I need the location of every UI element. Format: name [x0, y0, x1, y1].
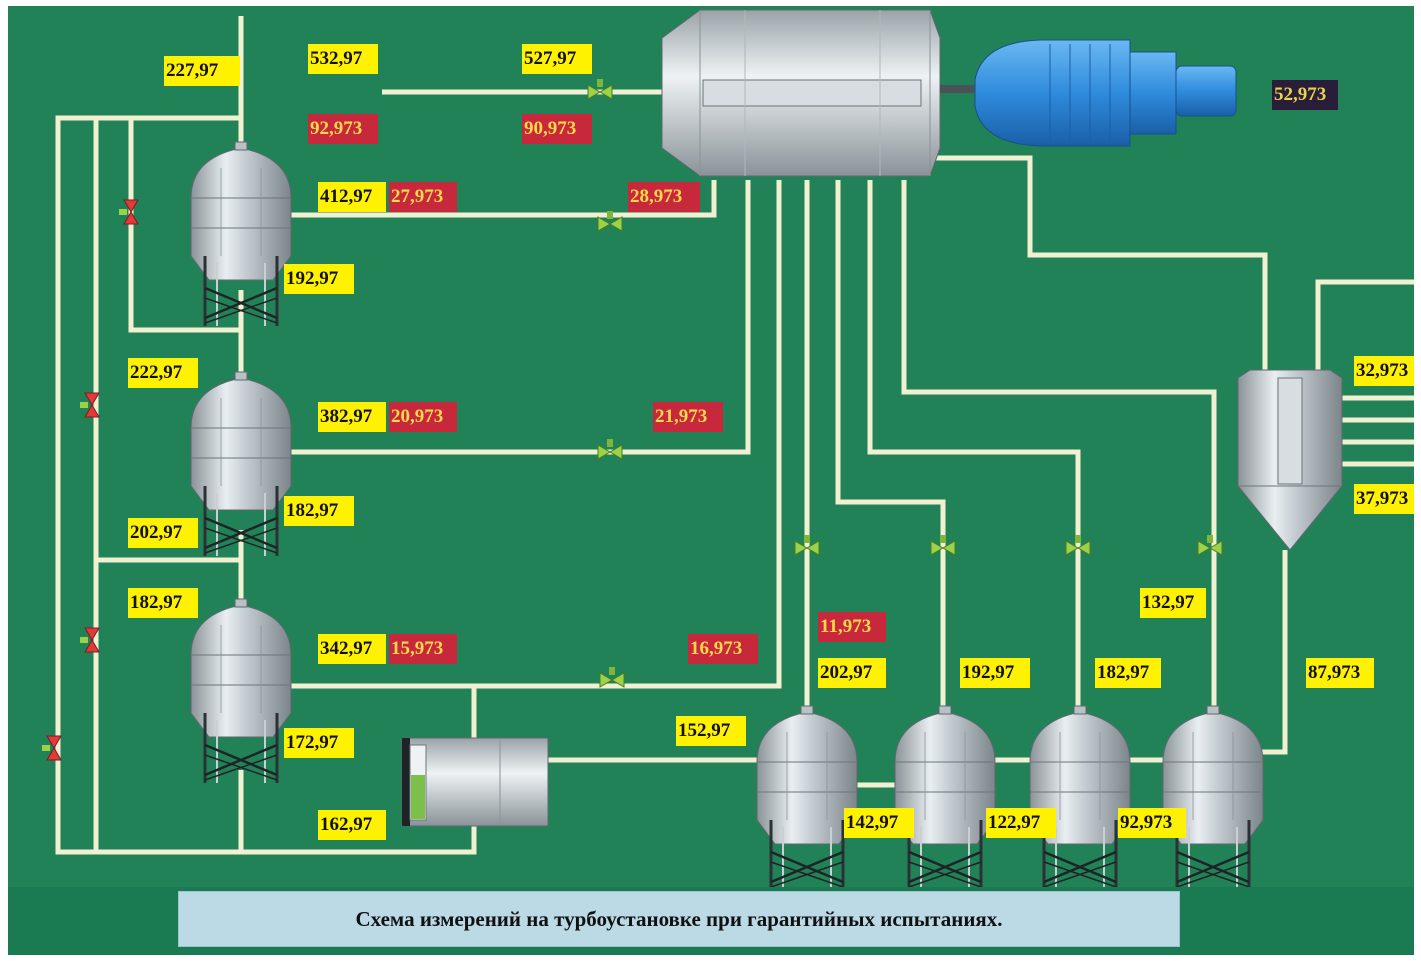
readout-motor[interactable]: 52,973 — [1272, 80, 1338, 110]
readout-steam-inlet-b[interactable]: 527,97 — [522, 44, 592, 74]
readout-steam-inlet-b-alarm[interactable]: 90,973 — [522, 114, 592, 144]
readout-heater3-temp[interactable]: 342,97 — [318, 634, 386, 664]
caption-box: Схема измерений на турбоустановке при га… — [178, 891, 1180, 947]
heater-vessel-icon[interactable] — [893, 704, 997, 887]
readout-heater3-bottom[interactable]: 172,97 — [284, 728, 354, 758]
heater-vessel-icon[interactable] — [189, 370, 293, 558]
readout-heater1-alarm[interactable]: 27,973 — [389, 182, 457, 212]
readout-heater2-extract[interactable]: 21,973 — [653, 402, 723, 432]
valve-icon[interactable] — [587, 78, 613, 100]
readout-steam-inlet-a-alarm[interactable]: 92,973 — [308, 114, 378, 144]
readout-heater3-extract[interactable]: 16,973 — [688, 634, 758, 664]
readout-heater1-extract[interactable]: 28,973 — [628, 182, 700, 212]
readout-lp-link1[interactable]: 142,97 — [844, 808, 914, 838]
readout-lp-extract-alarm[interactable]: 11,973 — [818, 612, 886, 642]
readout-heater1-inlet[interactable]: 227,97 — [164, 56, 240, 86]
readout-deaerator-out[interactable]: 87,973 — [1306, 658, 1374, 688]
heater-vessel-icon[interactable] — [1161, 704, 1265, 887]
readout-heater2-drain[interactable]: 202,97 — [128, 518, 198, 548]
turbine-icon[interactable] — [661, 9, 941, 177]
readout-steam-inlet-a[interactable]: 532,97 — [308, 44, 378, 74]
process-diagram — [41, 9, 1414, 887]
readout-deaerator-top[interactable]: 32,973 — [1354, 356, 1414, 386]
readout-heater2-temp[interactable]: 382,97 — [318, 402, 386, 432]
heater-vessel-icon[interactable] — [755, 704, 859, 887]
readout-lp4-line[interactable]: 132,97 — [1140, 588, 1206, 618]
scada-mimic-panel: 227,97 532,97 92,973 527,97 90,973 52,97… — [8, 6, 1414, 887]
readout-lp3-top[interactable]: 182,97 — [1095, 658, 1161, 688]
generator-icon[interactable] — [974, 39, 1237, 147]
readout-lp-link2[interactable]: 122,97 — [986, 808, 1056, 838]
readout-heater1-bottom[interactable]: 192,97 — [284, 264, 354, 294]
heater-vessel-icon[interactable] — [189, 597, 293, 785]
tank-icon[interactable] — [401, 737, 549, 827]
readout-lp-link3[interactable]: 92,973 — [1118, 808, 1186, 838]
readout-tank-outlet[interactable]: 152,97 — [676, 716, 746, 746]
readout-heater3-inlet[interactable]: 182,97 — [128, 588, 198, 618]
pipe-network — [55, 16, 1414, 855]
readout-heater2-bottom[interactable]: 182,97 — [284, 496, 354, 526]
heater-vessel-icon[interactable] — [1028, 704, 1132, 887]
readout-lp2-top[interactable]: 192,97 — [960, 658, 1030, 688]
readout-tank-bottom[interactable]: 162,97 — [318, 810, 386, 840]
readout-heater2-inlet[interactable]: 222,97 — [128, 358, 198, 388]
valve-icon[interactable] — [1197, 534, 1223, 556]
caption-text: Схема измерений на турбоустановке при га… — [355, 906, 1003, 931]
readout-lp1-top[interactable]: 202,97 — [818, 658, 886, 688]
readout-heater2-alarm[interactable]: 20,973 — [389, 402, 457, 432]
deaerator-icon[interactable] — [1237, 369, 1343, 551]
readout-deaerator-bottom[interactable]: 37,973 — [1354, 484, 1414, 514]
valve-icon[interactable] — [597, 438, 623, 460]
readout-heater1-temp[interactable]: 412,97 — [318, 182, 386, 212]
readout-heater3-alarm[interactable]: 15,973 — [389, 634, 457, 664]
